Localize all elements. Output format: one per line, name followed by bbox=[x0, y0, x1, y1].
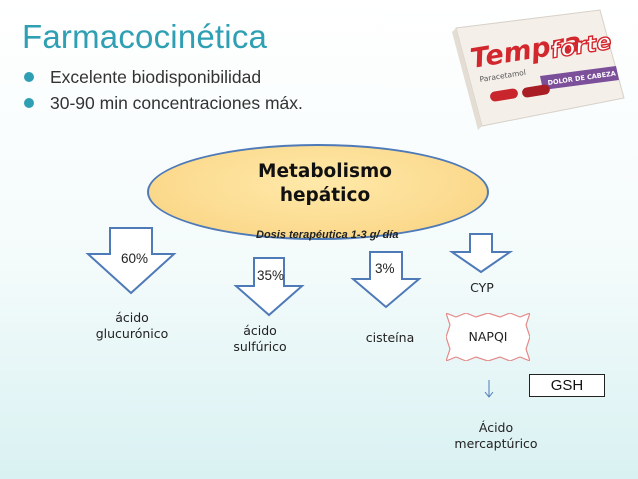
label-cyp: CYP bbox=[470, 280, 494, 295]
metabolism-title: Metabolismo hepático bbox=[258, 161, 392, 206]
label-mercapturic: Ácido mercaptúrico bbox=[454, 420, 538, 451]
percent-sulfuric: 35% bbox=[257, 268, 285, 283]
label-sulfuric: ácido sulfúrico bbox=[233, 323, 287, 354]
percent-glucuronic: 60% bbox=[121, 251, 149, 266]
down-arrow-icon bbox=[484, 380, 494, 398]
bullet-item: 30-90 min concentraciones máx. bbox=[20, 90, 303, 116]
capsule-icon bbox=[490, 84, 550, 102]
gsh-box: GSH bbox=[529, 374, 605, 397]
arrow-glucuronic bbox=[85, 227, 177, 295]
arrow-sulfuric bbox=[233, 257, 305, 317]
slide-title: Farmacocinética bbox=[22, 18, 268, 55]
dose-note: Dosis terapéutica 1-3 g/ día bbox=[256, 229, 399, 241]
arrow-cyp bbox=[448, 233, 514, 274]
bullet-item: Excelente biodisponibilidad bbox=[20, 64, 303, 90]
percent-cysteine: 3% bbox=[375, 261, 395, 276]
product-box-image: Tempra forte Paracetamol DOLOR DE CABEZA bbox=[452, 9, 625, 130]
bullet-list: Excelente biodisponibilidad 30-90 min co… bbox=[20, 64, 303, 116]
bullet-dot-icon bbox=[24, 98, 34, 108]
bullet-text: Excelente biodisponibilidad bbox=[50, 67, 262, 87]
label-glucuronic: ácido glucurónico bbox=[95, 310, 169, 341]
metabolism-ellipse bbox=[147, 144, 489, 240]
label-cysteine: cisteína bbox=[365, 330, 415, 345]
napqi-burst bbox=[446, 313, 530, 361]
bullet-dot-icon bbox=[24, 72, 34, 82]
arrow-cysteine bbox=[350, 251, 422, 309]
napqi-label: NAPQI bbox=[468, 329, 508, 344]
bullet-text: 30-90 min concentraciones máx. bbox=[50, 93, 303, 113]
